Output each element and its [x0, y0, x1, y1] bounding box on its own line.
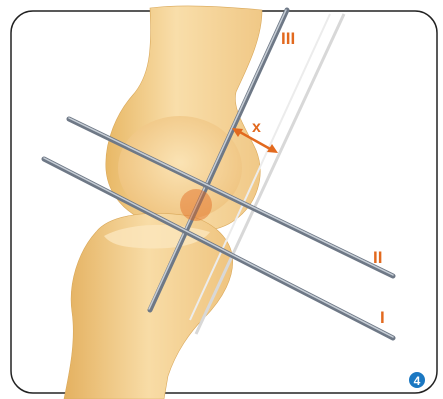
- label-pin-iii: III: [281, 29, 295, 48]
- label-pin-ii: II: [373, 248, 382, 267]
- step-number: 4: [414, 374, 421, 388]
- target-circle: [180, 189, 212, 221]
- label-angle-x: x: [252, 119, 261, 136]
- label-pin-i: I: [380, 308, 385, 327]
- step-badge: 4: [409, 372, 425, 388]
